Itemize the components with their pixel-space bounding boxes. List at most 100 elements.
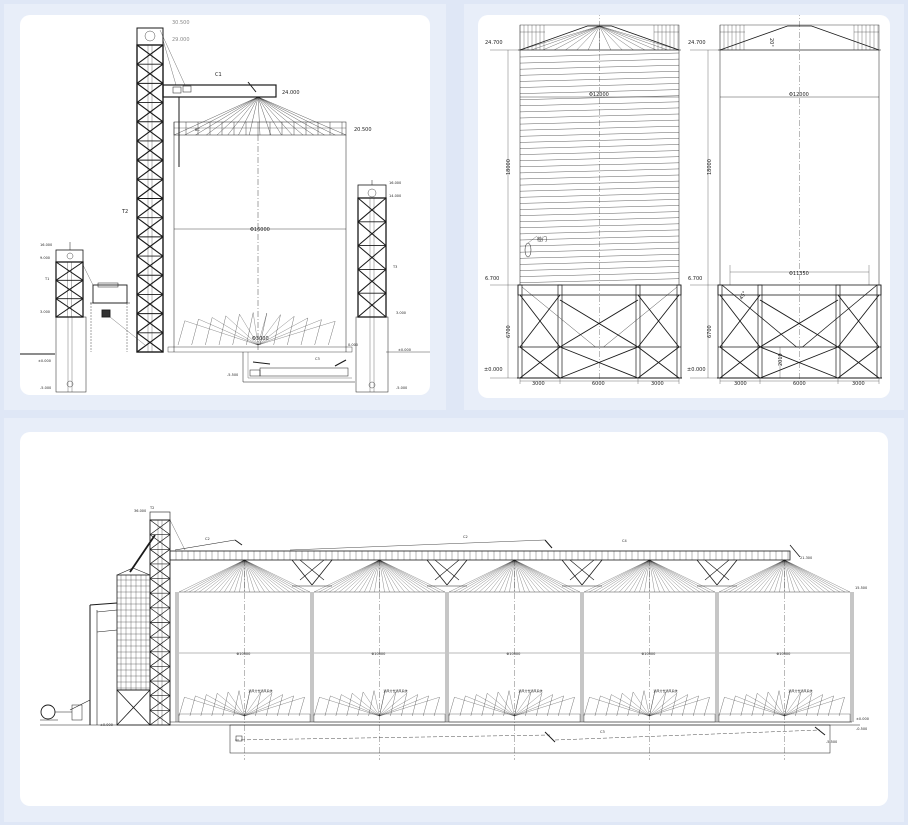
tower-t3	[357, 197, 387, 318]
silo-3	[448, 559, 581, 760]
span-right-1: 3000	[734, 381, 747, 387]
elev-top-right: 24.700	[688, 40, 706, 46]
roof-rays	[173, 96, 347, 136]
gallery-conveyor	[169, 539, 801, 561]
tower-head	[136, 27, 164, 46]
tower-head	[149, 511, 186, 551]
elev-mid-right: 6.700	[688, 276, 702, 282]
t3-pit	[355, 316, 430, 393]
silo-diameter: Φ10000	[237, 652, 251, 656]
silo-row	[175, 559, 854, 760]
elev-ground-left: ±0.000	[484, 367, 503, 373]
silo-diameter: Φ10000	[507, 652, 521, 656]
elev-t1-base: 3.000	[40, 310, 50, 314]
side-elevation-svg: 30.500 29.000 24.000 20.500 C1 BC T2 Φ16…	[20, 20, 430, 393]
main-elevator-tower	[136, 44, 164, 353]
label-t2: T2	[121, 209, 128, 215]
label-c4: C4	[622, 539, 627, 543]
silo-2	[313, 559, 446, 760]
elev-roof: 20.500	[354, 127, 372, 133]
dim-diameter-left: Φ12000	[589, 92, 609, 98]
silo-left-base	[517, 284, 682, 384]
dim-base-height-right: 6700	[707, 325, 713, 338]
elev-t1-top: 16.000	[40, 243, 52, 247]
hot-air-duct	[69, 602, 118, 725]
dim-hopper-diameter: Φ3000	[252, 336, 269, 342]
ventilation-note: 通风分仓通风系统	[654, 688, 678, 693]
dim-hopper-depth: 2019	[778, 353, 784, 366]
elev-tunnel: -5.500	[826, 740, 837, 744]
label-tower: T2	[149, 506, 154, 510]
elev-t1-pit: -5.000	[40, 386, 51, 390]
ground-line	[40, 721, 860, 726]
dryer	[116, 534, 156, 726]
roof-truss	[426, 559, 468, 587]
silo-left	[490, 15, 681, 380]
label-c2b: C2	[463, 535, 468, 539]
silo-floor-ducts	[313, 690, 440, 717]
silo-roof-rays	[313, 559, 446, 593]
silo-roof-rays	[178, 559, 311, 593]
silo-body	[173, 135, 347, 352]
label-c2: C2	[205, 537, 210, 541]
elev-floor: -0.500	[856, 727, 867, 731]
ventilation-note: 通风分仓通风系统	[789, 688, 813, 693]
silo-roof-rays	[448, 559, 581, 593]
elev-ground-right: ±0.000	[687, 367, 706, 373]
silo-elevations-svg: 24.700 24.700 6.700 6.700 ±0.000 ±0.000 …	[484, 15, 882, 387]
side-elevation-drawing: 30.500 29.000 24.000 20.500 C1 BC T2 Φ16…	[20, 15, 430, 395]
elev-t3-ground: ±0.000	[398, 348, 411, 352]
elev-tunnel: -5.500	[227, 373, 238, 377]
tunnel-conveyor	[229, 724, 831, 754]
dim-diameter-right: Φ12000	[789, 92, 809, 98]
elev-t1-head: 9.000	[40, 256, 50, 260]
hopper-v	[721, 265, 878, 378]
silo-floor-ducts	[583, 690, 710, 717]
silo-4	[583, 559, 716, 760]
elev-t3-top: 16.000	[389, 181, 401, 185]
label-tunnel-conveyor: C3	[600, 730, 605, 734]
dim-silo-diameter: Φ16000	[250, 227, 270, 233]
ventilation-note: 通风分仓通风系统	[519, 688, 543, 693]
elev-ground-right: ±0.000	[856, 717, 869, 721]
span-right-3: 3000	[852, 381, 865, 387]
silo-1	[178, 559, 311, 760]
plant-elevation-svg: 36.000 T2 C2 C2 C4 21.300 15.500 ±0.000 …	[40, 506, 869, 760]
elev-top: 30.500	[172, 20, 190, 26]
roof-truss	[291, 559, 333, 587]
span-left-2: 6000	[592, 381, 605, 387]
dim-roof-angle: 20°	[768, 38, 774, 47]
ventilation-note: 通风分仓通风系统	[249, 688, 273, 693]
conveyor-c1	[159, 29, 277, 98]
silo-5	[718, 559, 851, 760]
elev-t3-base: 3.000	[396, 311, 406, 315]
t1-head	[55, 242, 84, 263]
elevator-tower	[149, 519, 171, 726]
conveyor-c3	[249, 359, 349, 377]
elev-ground-left: ±0.000	[100, 723, 113, 727]
span-left-3: 3000	[651, 381, 664, 387]
silo-floor	[167, 346, 355, 383]
elev-tower-top: 36.000	[134, 509, 146, 513]
silo-floor-ducts	[448, 690, 575, 717]
silo-floor-ducts	[178, 690, 305, 717]
label-roof-tag: BC	[195, 128, 200, 132]
cleaner-machine	[82, 264, 146, 352]
dim-body-height-right: 18000	[707, 159, 713, 175]
elev-top-left: 24.700	[485, 40, 503, 46]
silo-floor-ducts	[718, 690, 845, 717]
ventilation-note: 通风分仓通风系统	[384, 688, 408, 693]
label-c3: C3	[315, 357, 320, 361]
silo-floor-ducts	[177, 312, 336, 346]
label-t1: T1	[44, 277, 49, 281]
silo-diameter: Φ10000	[642, 652, 656, 656]
elev-mid-left: 6.700	[485, 276, 499, 282]
elev-silo-floor: 0.000	[348, 343, 358, 347]
elev-eave: 15.500	[855, 586, 867, 590]
dim-hopper-diameter: Φ11350	[789, 271, 809, 277]
t1-pit	[20, 316, 87, 393]
elev-head: 29.000	[172, 37, 190, 43]
label-c1: C1	[215, 72, 222, 78]
elev-t3-head: 14.000	[389, 194, 401, 198]
elev-t3-pit: -5.000	[396, 386, 407, 390]
